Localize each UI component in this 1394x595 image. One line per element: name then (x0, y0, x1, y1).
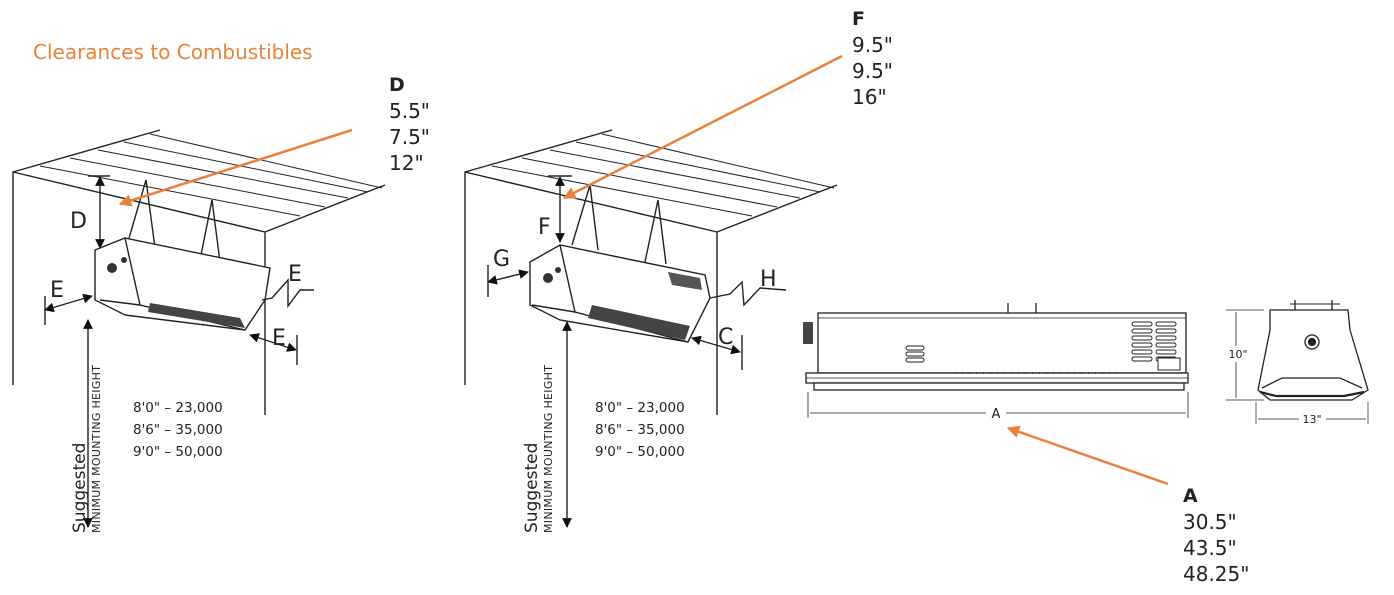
mounting-height-2: 8'6" – 35,000 (133, 422, 223, 438)
callout-d-value-2: 7.5" (389, 125, 431, 149)
callout-f-value-2: 9.5" (852, 59, 894, 83)
middle-g-label: G (493, 247, 510, 272)
left-d-label: D (70, 209, 87, 234)
left-installation-diagram (12, 129, 386, 528)
callout-f-label: F (852, 8, 865, 30)
callout-arrow-f (562, 54, 843, 200)
mounting-heights-middle: 8'0" – 23,000 8'6" – 35,000 9'0" – 50,00… (595, 397, 685, 463)
side-view-heater: 10" 13" (1226, 300, 1369, 426)
callout-f-value-1: 9.5" (852, 33, 894, 57)
left-e-label-3: E (272, 326, 286, 351)
mounting-height-1: 8'0" – 23,000 (133, 400, 223, 416)
callout-d-value-1: 5.5" (389, 99, 431, 123)
callout-a-value-2: 43.5" (1183, 536, 1237, 560)
mounting-heights-left: 8'0" – 23,000 8'6" – 35,000 9'0" – 50,00… (133, 397, 223, 463)
callout-f: F 9.5" 9.5" 16" (852, 6, 893, 110)
callout-d-label: D (389, 74, 405, 96)
callout-d-value-3: 12" (389, 151, 424, 175)
side-width-label: 13" (1302, 413, 1321, 426)
callout-f-value-3: 16" (852, 85, 887, 109)
mounting-height-3: 9'0" – 50,000 (133, 444, 223, 460)
callout-a-label: A (1183, 485, 1198, 507)
callout-a-value-1: 30.5" (1183, 510, 1237, 534)
side-height-label: 10" (1228, 348, 1247, 361)
front-a-label: A (992, 407, 1001, 422)
callout-a-value-3: 48.25" (1183, 562, 1250, 586)
page-title: Clearances to Combustibles (33, 40, 313, 64)
middle-h-label: H (760, 267, 777, 292)
callout-arrow-a (1006, 425, 1169, 486)
mounting-height-1: 8'0" – 23,000 (595, 400, 685, 416)
mounting-height-2: 8'6" – 35,000 (595, 422, 685, 438)
callout-d: D 5.5" 7.5" 12" (389, 72, 430, 176)
middle-f-label: F (538, 215, 551, 240)
front-view-heater: A (803, 303, 1189, 422)
middle-installation-diagram (464, 129, 838, 528)
dimension-letters: D E E E F G H C (50, 209, 777, 351)
callout-arrow-d (118, 128, 353, 207)
callout-arrows (118, 54, 1169, 486)
mounting-height-3: 9'0" – 50,000 (595, 444, 685, 460)
left-e-label-2: E (288, 262, 302, 287)
left-e-label-1: E (50, 278, 64, 303)
callout-a: A 30.5" 43.5" 48.25" (1183, 483, 1249, 587)
middle-c-label: C (718, 325, 733, 350)
